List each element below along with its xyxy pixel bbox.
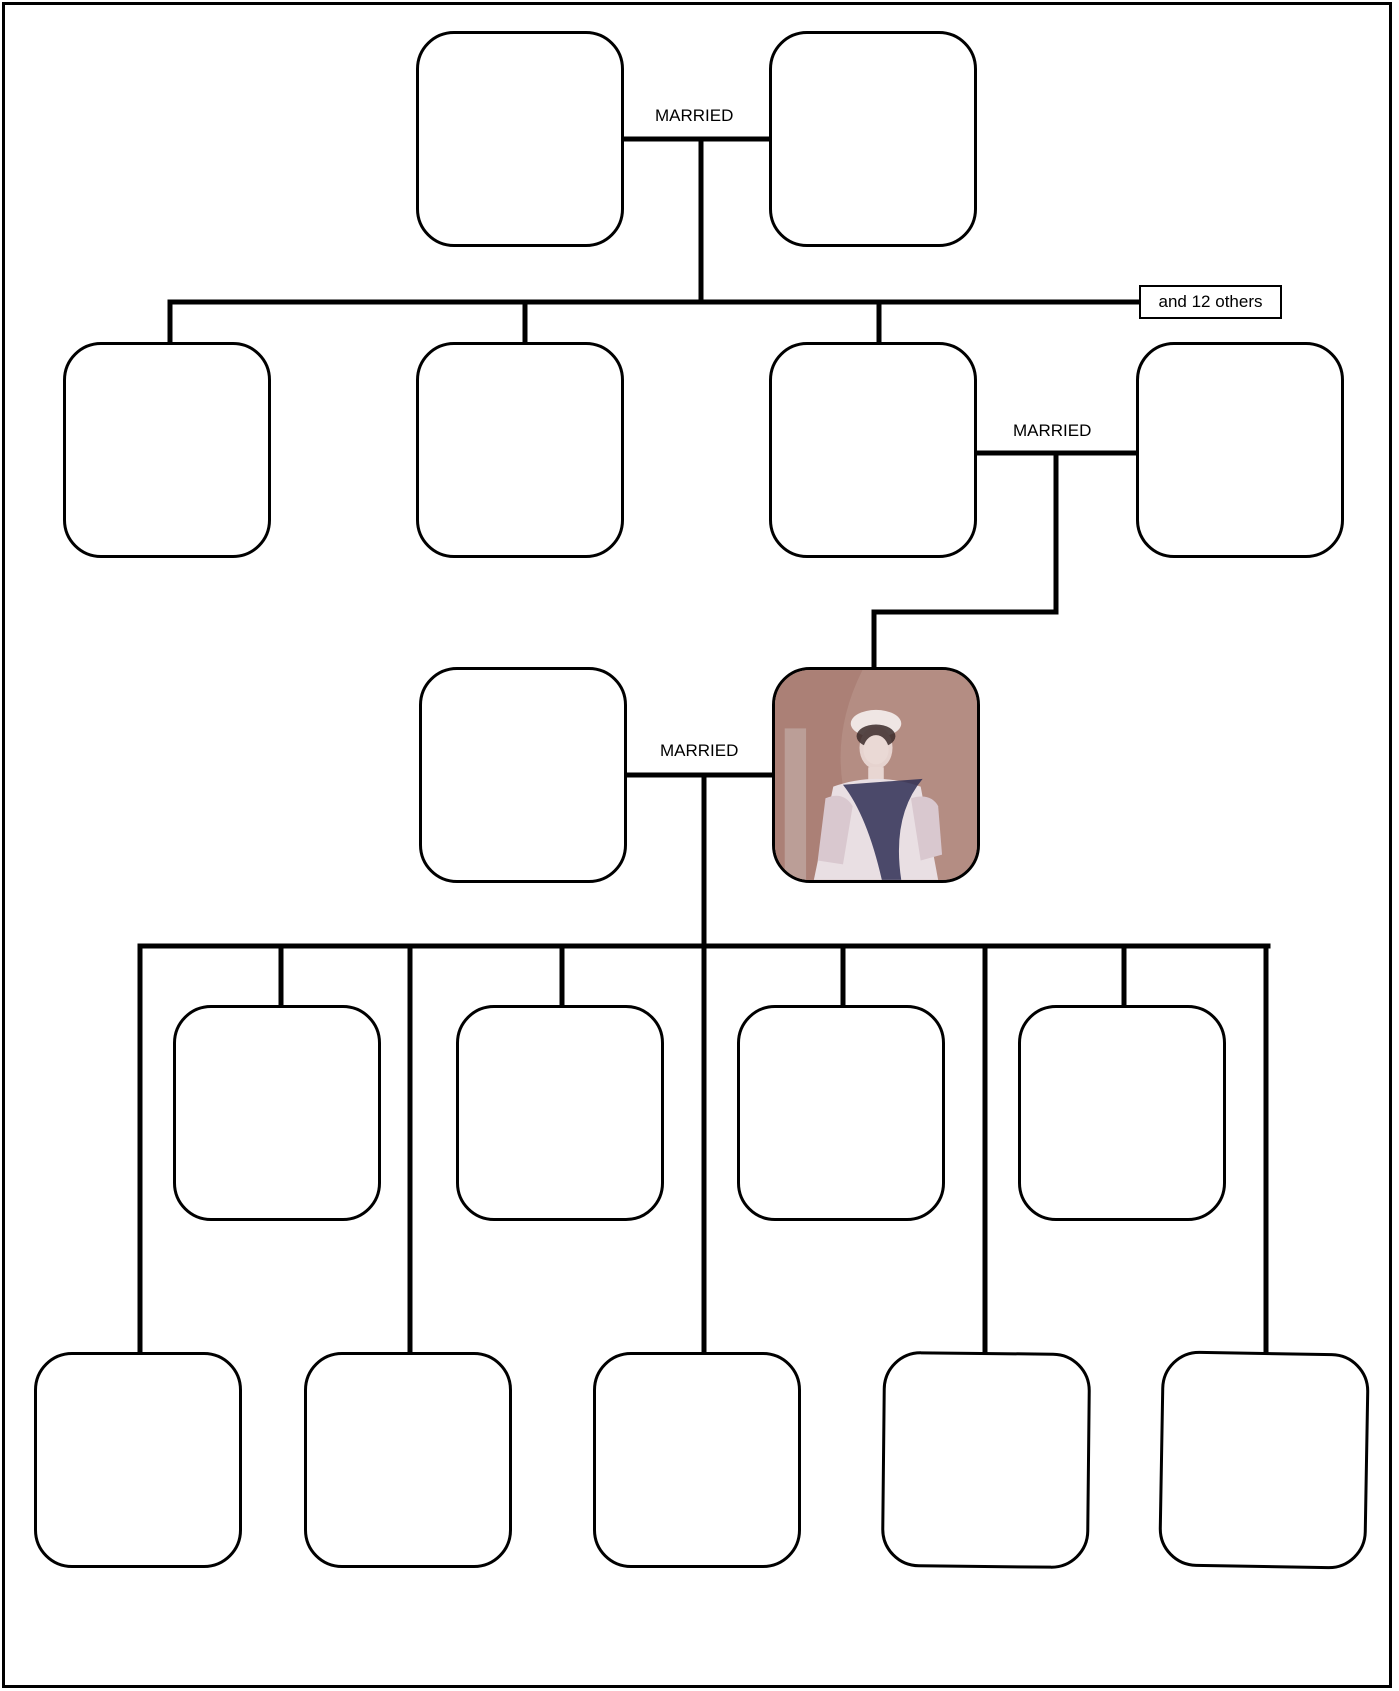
child-box-4[interactable] bbox=[593, 1352, 801, 1568]
others-note: and 12 others bbox=[1139, 285, 1282, 319]
child-box-2[interactable] bbox=[304, 1352, 512, 1568]
married-label-gen2: MARRIED bbox=[1013, 421, 1091, 441]
portrait-photo-box[interactable] bbox=[772, 667, 980, 883]
child-box-8[interactable] bbox=[1158, 1350, 1370, 1570]
child-box-7[interactable] bbox=[1018, 1005, 1226, 1221]
person-box-gen1-right[interactable] bbox=[769, 31, 977, 247]
person-box-gen2-2[interactable] bbox=[416, 342, 624, 558]
child-box-1[interactable] bbox=[173, 1005, 381, 1221]
child-box-5[interactable] bbox=[737, 1005, 945, 1221]
person-box-gen2-1[interactable] bbox=[63, 342, 271, 558]
person-box-gen2-spouse[interactable] bbox=[1136, 342, 1344, 558]
child-box-0[interactable] bbox=[34, 1352, 242, 1568]
person-box-gen1-left[interactable] bbox=[416, 31, 624, 247]
portrait-photo-icon bbox=[775, 670, 977, 880]
child-box-3[interactable] bbox=[456, 1005, 664, 1221]
married-label-gen1: MARRIED bbox=[655, 106, 733, 126]
married-label-gen3: MARRIED bbox=[660, 741, 738, 761]
person-box-gen3-spouse[interactable] bbox=[419, 667, 627, 883]
person-box-gen2-3[interactable] bbox=[769, 342, 977, 558]
child-box-6[interactable] bbox=[881, 1351, 1091, 1569]
